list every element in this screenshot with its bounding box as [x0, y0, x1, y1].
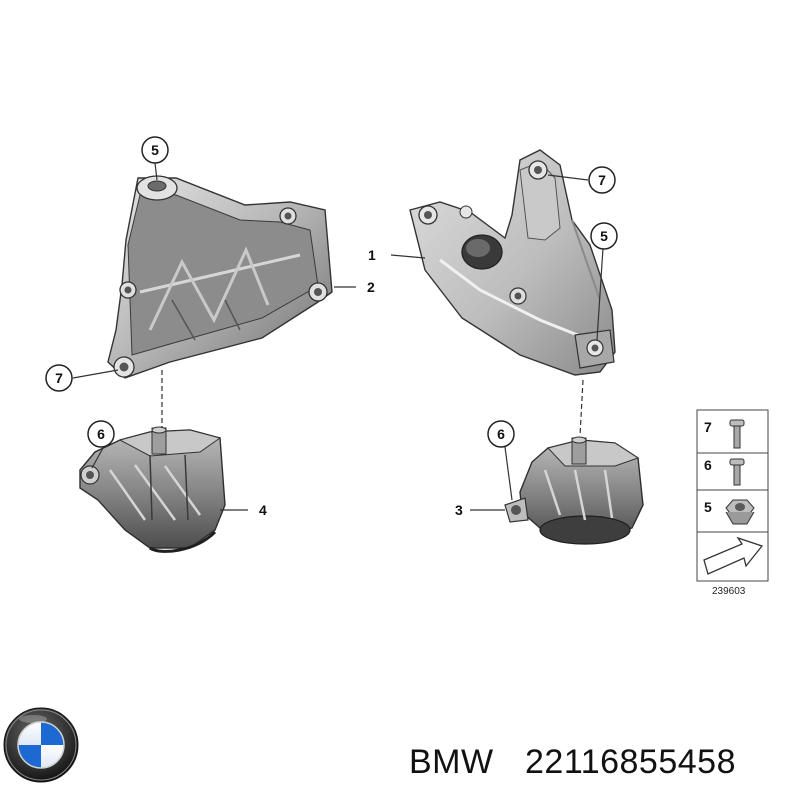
engine-mount-left	[79, 426, 226, 553]
svg-text:3: 3	[455, 502, 463, 518]
callout-5-left: 5	[141, 136, 169, 164]
svg-text:6: 6	[97, 426, 105, 442]
callout-5-right: 5	[590, 222, 618, 250]
svg-text:1: 1	[368, 247, 376, 263]
fastener-legend: 7 6 5 239603	[696, 409, 769, 597]
leader-lines	[72, 162, 604, 511]
bolt-icon	[729, 458, 745, 486]
callout-6-right: 6	[487, 420, 515, 448]
bolt-icon	[729, 419, 745, 449]
svg-text:7: 7	[55, 370, 63, 386]
svg-text:2: 2	[367, 279, 375, 295]
callout-7-left: 7	[45, 364, 73, 392]
engine-mount-right	[504, 436, 644, 545]
bmw-logo	[3, 707, 79, 783]
svg-text:4: 4	[259, 502, 267, 518]
nut-icon	[725, 499, 755, 525]
bracket-left	[107, 175, 333, 379]
callout-3: 3	[455, 502, 463, 518]
part-number: 22116855458	[525, 743, 736, 781]
legend-number-5: 5	[704, 499, 712, 515]
svg-text:6: 6	[497, 426, 505, 442]
legend-number-6: 6	[704, 457, 712, 473]
callout-2: 2	[367, 279, 375, 295]
legend-number-7: 7	[704, 419, 712, 435]
svg-text:5: 5	[151, 142, 159, 158]
direction-arrow-icon	[703, 536, 764, 575]
svg-text:7: 7	[598, 172, 606, 188]
drawing-number: 239603	[712, 586, 746, 597]
callout-4: 4	[259, 502, 267, 518]
callout-7-right: 7	[588, 166, 616, 194]
bracket-right	[409, 149, 616, 376]
callout-6-left: 6	[87, 420, 115, 448]
brand-name: BMW	[409, 743, 494, 781]
callout-1: 1	[368, 247, 376, 263]
svg-text:5: 5	[600, 228, 608, 244]
